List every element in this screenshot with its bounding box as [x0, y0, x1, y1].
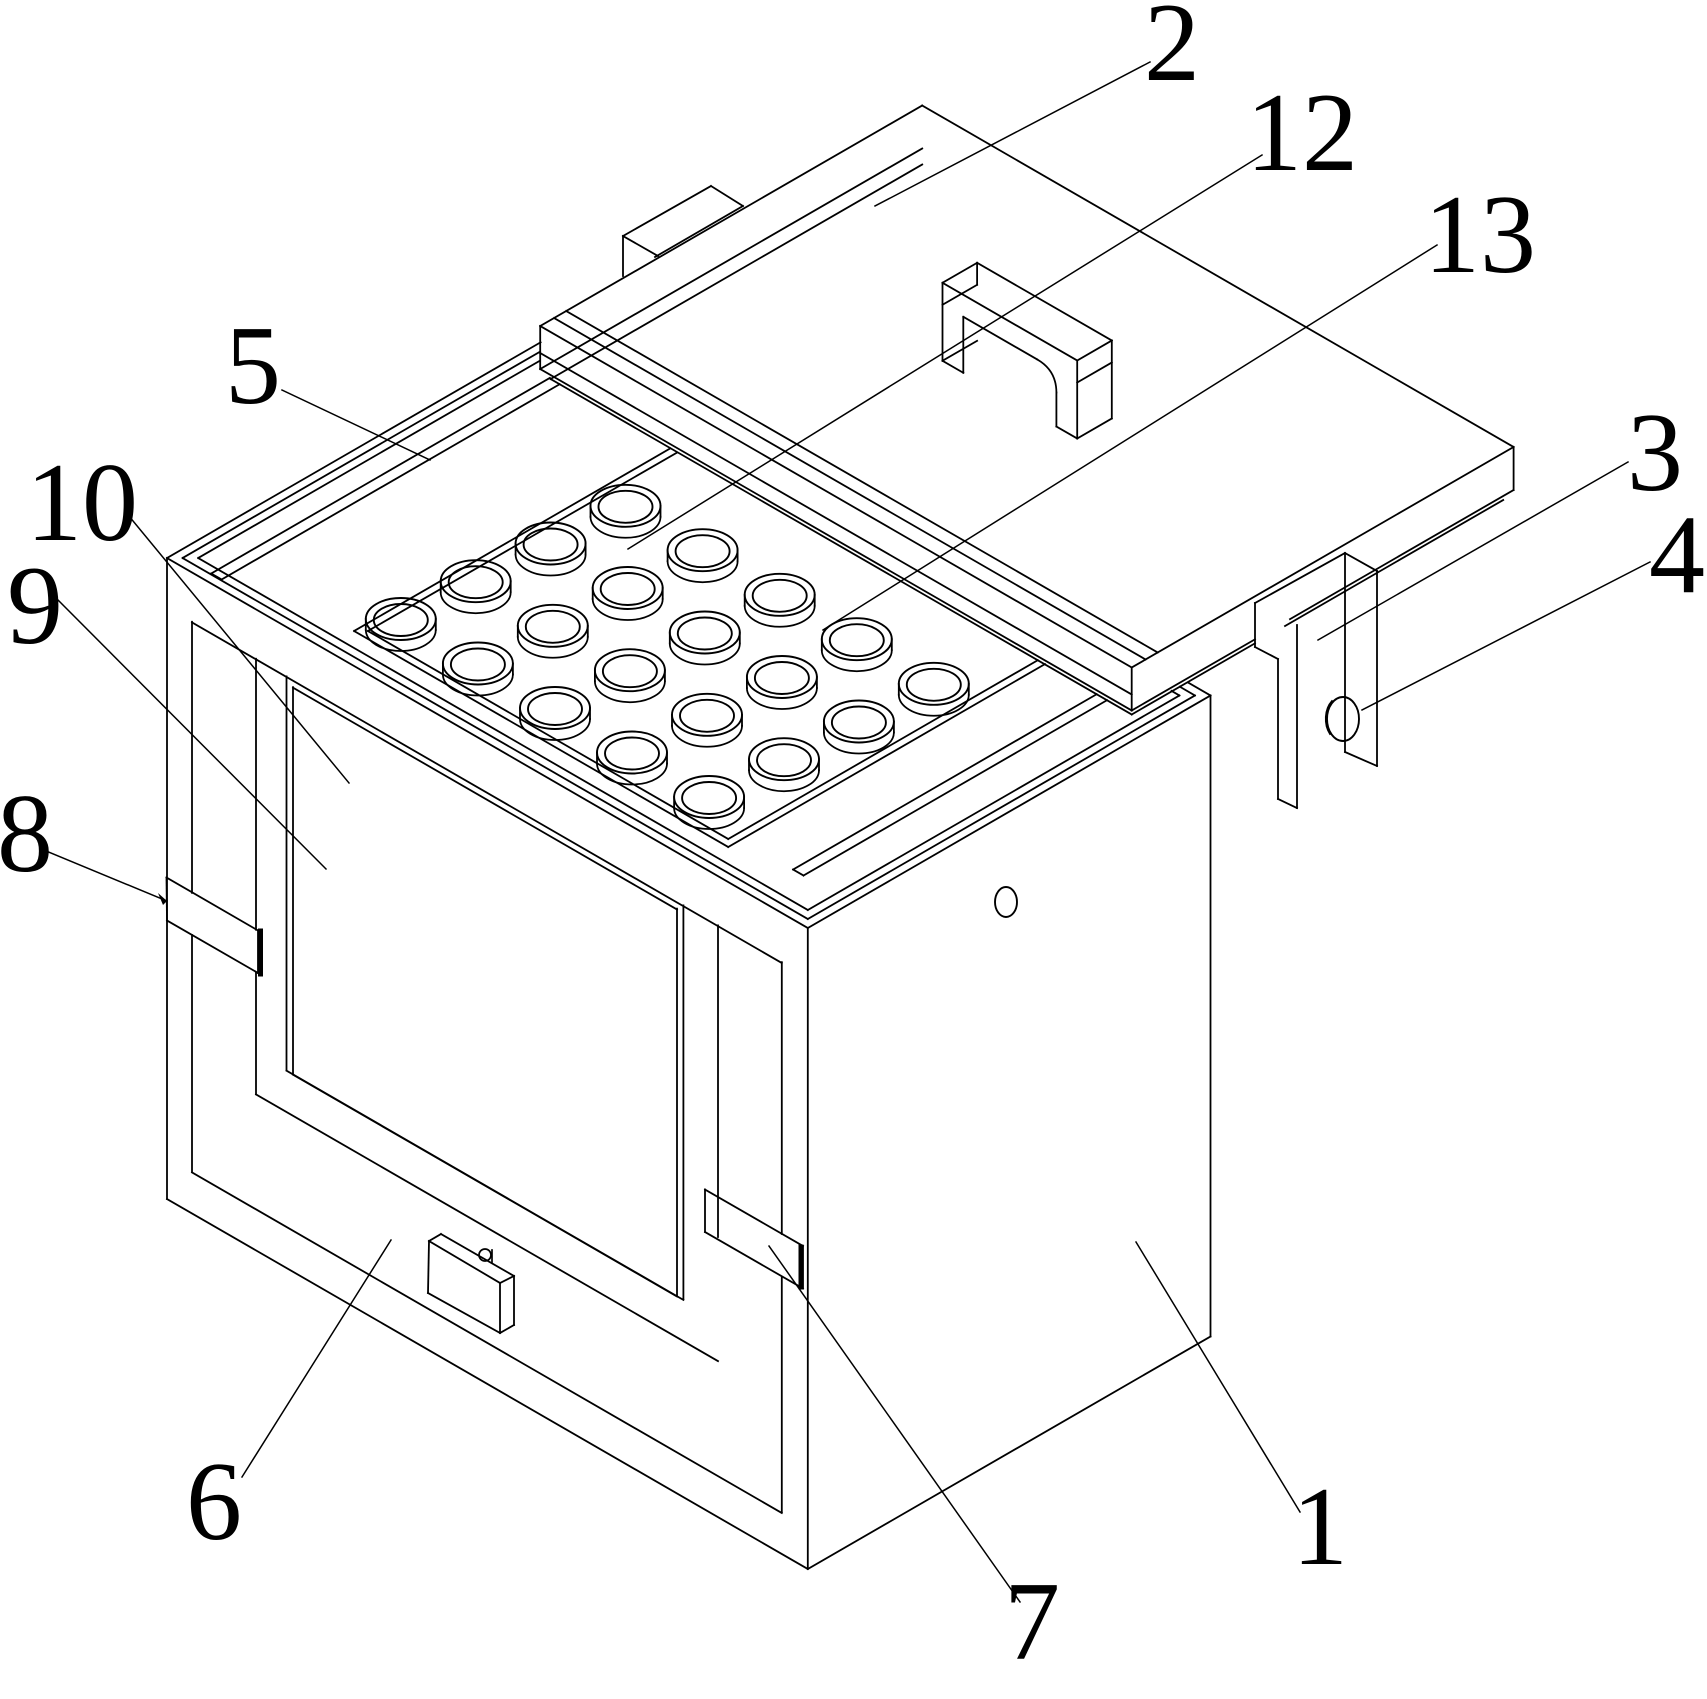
svg-text:12: 12 [1246, 71, 1358, 195]
svg-text:5: 5 [225, 304, 281, 428]
svg-text:9: 9 [7, 544, 63, 668]
svg-text:13: 13 [1424, 173, 1536, 297]
svg-text:1: 1 [1292, 1465, 1348, 1589]
svg-text:2: 2 [1144, 0, 1200, 105]
svg-text:8: 8 [0, 772, 53, 896]
svg-text:7: 7 [1004, 1560, 1060, 1684]
svg-text:4: 4 [1649, 493, 1705, 617]
svg-text:3: 3 [1627, 391, 1683, 515]
svg-text:6: 6 [186, 1440, 242, 1564]
svg-text:10: 10 [26, 441, 138, 565]
